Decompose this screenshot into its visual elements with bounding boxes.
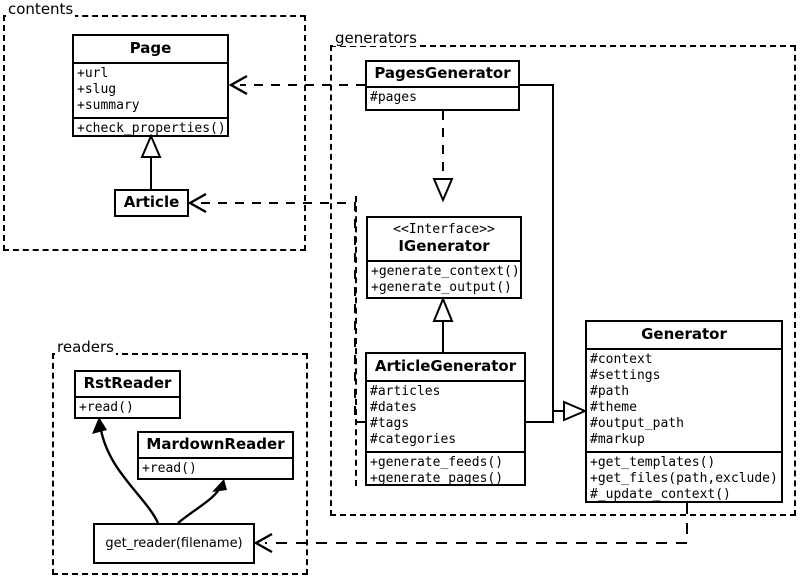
package-generators-label: generators [333, 29, 419, 47]
method: +get_files(path,exclude) [590, 471, 778, 486]
class-mardown-reader-name: MardownReader [146, 435, 285, 453]
method: +read() [79, 400, 134, 415]
class-igenerator-name: IGenerator [398, 237, 490, 255]
class-generator-attributes: #context #settings #path #theme #output_… [587, 348, 781, 451]
attribute: #path [590, 384, 630, 399]
attribute: +url [77, 66, 109, 81]
attribute: #tags [370, 416, 410, 431]
attribute: #articles [370, 384, 441, 399]
class-page[interactable]: Page +url +slug +summary +check_properti… [72, 34, 229, 137]
class-generator-name: Generator [641, 325, 727, 343]
package-contents [3, 15, 306, 251]
class-article-generator-methods: +generate_feeds() +generate_pages() [367, 451, 524, 490]
class-article-generator[interactable]: ArticleGenerator #articles #dates #tags … [365, 352, 526, 486]
class-rst-reader-methods: +read() [76, 396, 179, 419]
attribute: #theme [590, 400, 637, 415]
method: +generate_feeds() [370, 455, 504, 470]
class-generator-methods: +get_templates() +get_files(path,exclude… [587, 451, 781, 506]
class-igenerator-methods: +generate_context() +generate_output() [368, 260, 520, 299]
class-pages-generator-name: PagesGenerator [374, 64, 511, 82]
attribute: #dates [370, 400, 417, 415]
attribute: #context [590, 352, 653, 367]
method: +generate_pages() [370, 471, 504, 486]
class-page-name: Page [129, 39, 172, 57]
class-pages-generator[interactable]: PagesGenerator #pages [365, 60, 520, 111]
attribute: #pages [370, 90, 417, 105]
attribute: +summary [77, 98, 140, 113]
method: #_update_context() [590, 487, 731, 502]
class-mardown-reader-methods: +read() [139, 457, 292, 480]
method: +check_properties() [77, 121, 226, 136]
class-pages-generator-attributes: #pages [367, 86, 518, 109]
function-get-reader[interactable]: get_reader(filename) [93, 523, 255, 564]
class-generator[interactable]: Generator #context #settings #path #them… [585, 320, 783, 503]
method: +generate_context() [371, 264, 520, 279]
attribute: +slug [77, 82, 117, 97]
generators-inner-rail [355, 196, 357, 486]
class-igenerator[interactable]: <<Interface>> IGenerator +generate_conte… [366, 216, 522, 299]
class-igenerator-stereotype: <<Interface>> [393, 222, 495, 237]
method: +get_templates() [590, 455, 716, 470]
class-mardown-reader[interactable]: MardownReader +read() [137, 431, 294, 480]
package-contents-label: contents [6, 0, 76, 18]
class-rst-reader[interactable]: RstReader +read() [74, 370, 181, 419]
method: +generate_output() [371, 280, 512, 295]
class-page-attributes: +url +slug +summary [74, 62, 227, 117]
package-readers [52, 353, 308, 575]
attribute: #markup [590, 432, 645, 447]
class-article-generator-name: ArticleGenerator [374, 357, 517, 375]
attribute: #settings [590, 368, 661, 383]
attribute: #categories [370, 432, 457, 447]
class-article-generator-attributes: #articles #dates #tags #categories [367, 380, 524, 451]
package-readers-label: readers [55, 338, 116, 356]
class-article-name: Article [123, 193, 180, 211]
class-page-methods: +check_properties() [74, 117, 227, 140]
class-article[interactable]: Article [114, 189, 189, 217]
function-get-reader-label: get_reader(filename) [105, 536, 243, 551]
class-rst-reader-name: RstReader [83, 374, 172, 392]
attribute: #output_path [590, 416, 684, 431]
method: +read() [142, 461, 197, 476]
